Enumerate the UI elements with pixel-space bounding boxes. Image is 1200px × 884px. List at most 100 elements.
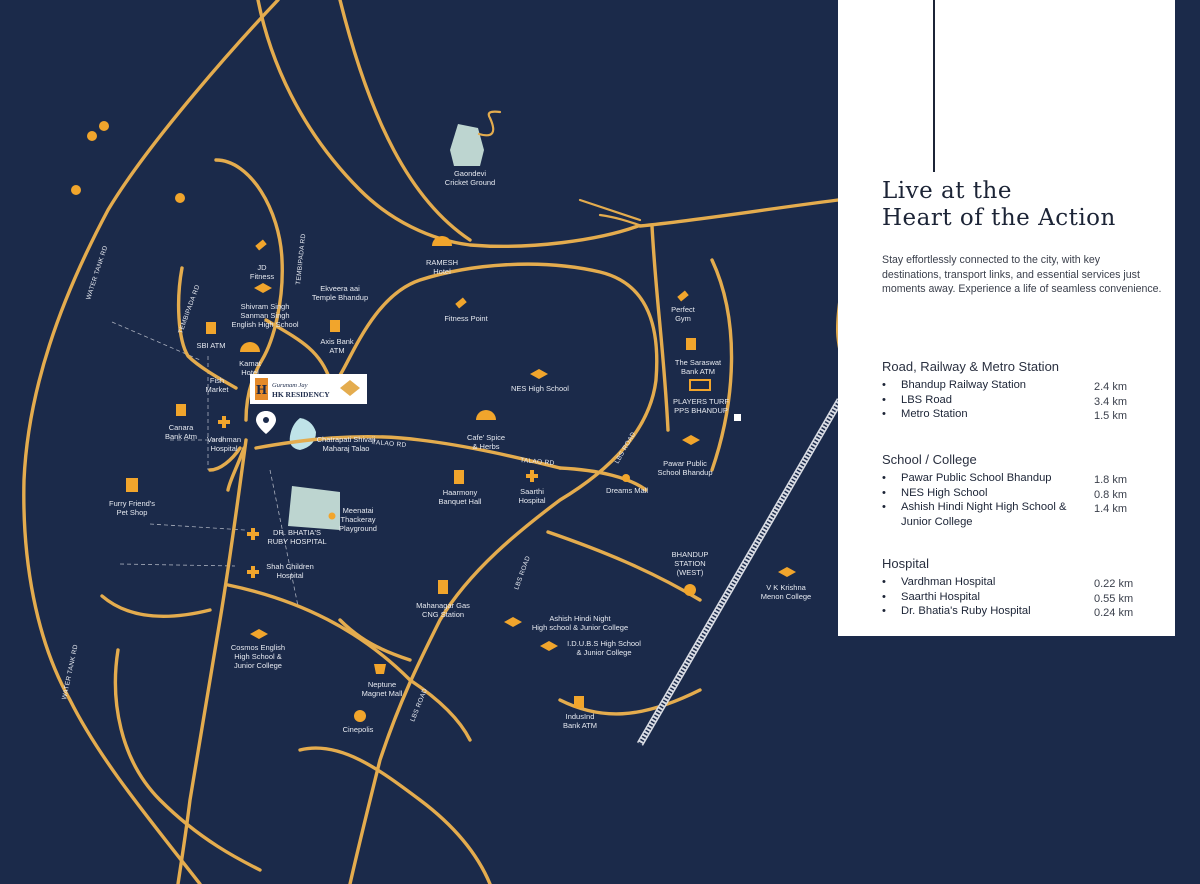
road-network [22, 0, 842, 884]
panel-title-line1: Live at the [882, 178, 1012, 204]
brand-name-small: Gurunam Jay [272, 382, 308, 389]
film-reel-icon [354, 710, 366, 722]
tree-icon [175, 193, 185, 203]
info-panel: Live at the Heart of the Action Stay eff… [838, 0, 1175, 636]
graduation-cap-icon [504, 617, 522, 627]
section-title: Road, Railway & Metro Station [882, 359, 1060, 374]
phone-icon [454, 470, 464, 484]
hospital-cross-icon [526, 470, 538, 482]
shopping-bag-icon [126, 478, 138, 492]
atm-icon [206, 322, 216, 334]
atm-icon [574, 696, 584, 708]
dumbbell-icon [255, 239, 267, 251]
cloche-icon [476, 410, 496, 420]
playground-dot-icon [328, 512, 336, 520]
place-icons [126, 236, 796, 722]
train-icon [684, 584, 696, 596]
place-sbi-atm: SBI ATM [196, 341, 225, 350]
ground-access-road [477, 110, 502, 137]
panel-title-line2: Heart of the Action [882, 205, 1116, 231]
diamond-logo-icon [340, 380, 360, 396]
hk-logo-icon [255, 378, 268, 400]
graduation-cap-icon [530, 369, 548, 379]
place-cafe-spice: Cafe' Spice& Herbs [467, 433, 505, 451]
tree-icon [71, 185, 81, 195]
list-item: Ashish Hindi Night High School & Junior … [882, 500, 1162, 529]
section-title: School / College [882, 452, 977, 467]
shopping-cart-icon [374, 664, 386, 674]
place-cinepolis: Cinepolis [343, 725, 374, 734]
dumbbell-icon [677, 290, 689, 302]
tree-icons [71, 121, 185, 203]
section-school-college: School / College Pawar Public School Bha… [882, 452, 1162, 529]
panel-divider-line [933, 0, 935, 172]
brand-name-big: HK RESIDENCY [272, 390, 330, 399]
mall-dot-icon [622, 474, 630, 482]
cloche-icon [432, 236, 452, 246]
svg-text:H: H [256, 383, 267, 397]
cloche-icon [240, 342, 260, 352]
tree-icon [87, 131, 97, 141]
graduation-cap-icon [540, 641, 558, 651]
railway-line [636, 398, 844, 746]
metro-square-icon [734, 414, 741, 421]
section-road-rail-metro: Road, Railway & Metro Station Bhandup Ra… [882, 359, 1162, 422]
graduation-cap-icon [254, 283, 272, 293]
road-label-talao-east: TALAO RD [520, 457, 555, 467]
atm-icon [686, 338, 696, 350]
tree-icon [99, 121, 109, 131]
graduation-cap-icon [250, 629, 268, 639]
hospital-cross-icon [247, 528, 259, 540]
dumbbell-icon [455, 297, 467, 309]
gaondevi-cricket-ground [450, 124, 484, 166]
place-nes-high-school: NES High School [511, 384, 569, 393]
meenatai-playground-area [288, 486, 340, 530]
panel-title: Live at the Heart of the Action [882, 178, 1116, 232]
panel-description: Stay effortlessly connected to the city,… [882, 254, 1162, 296]
graduation-cap-icon [682, 435, 700, 445]
place-dreams-mall: Dreams Mall [606, 486, 648, 495]
place-fitness-point: Fitness Point [444, 314, 488, 323]
section-title: Hospital [882, 556, 929, 571]
fuel-pump-icon [438, 580, 448, 594]
project-location[interactable]: H Gurunam Jay HK RESIDENCY [250, 374, 367, 434]
hospital-cross-icon [218, 416, 230, 428]
atm-icon [330, 320, 340, 332]
